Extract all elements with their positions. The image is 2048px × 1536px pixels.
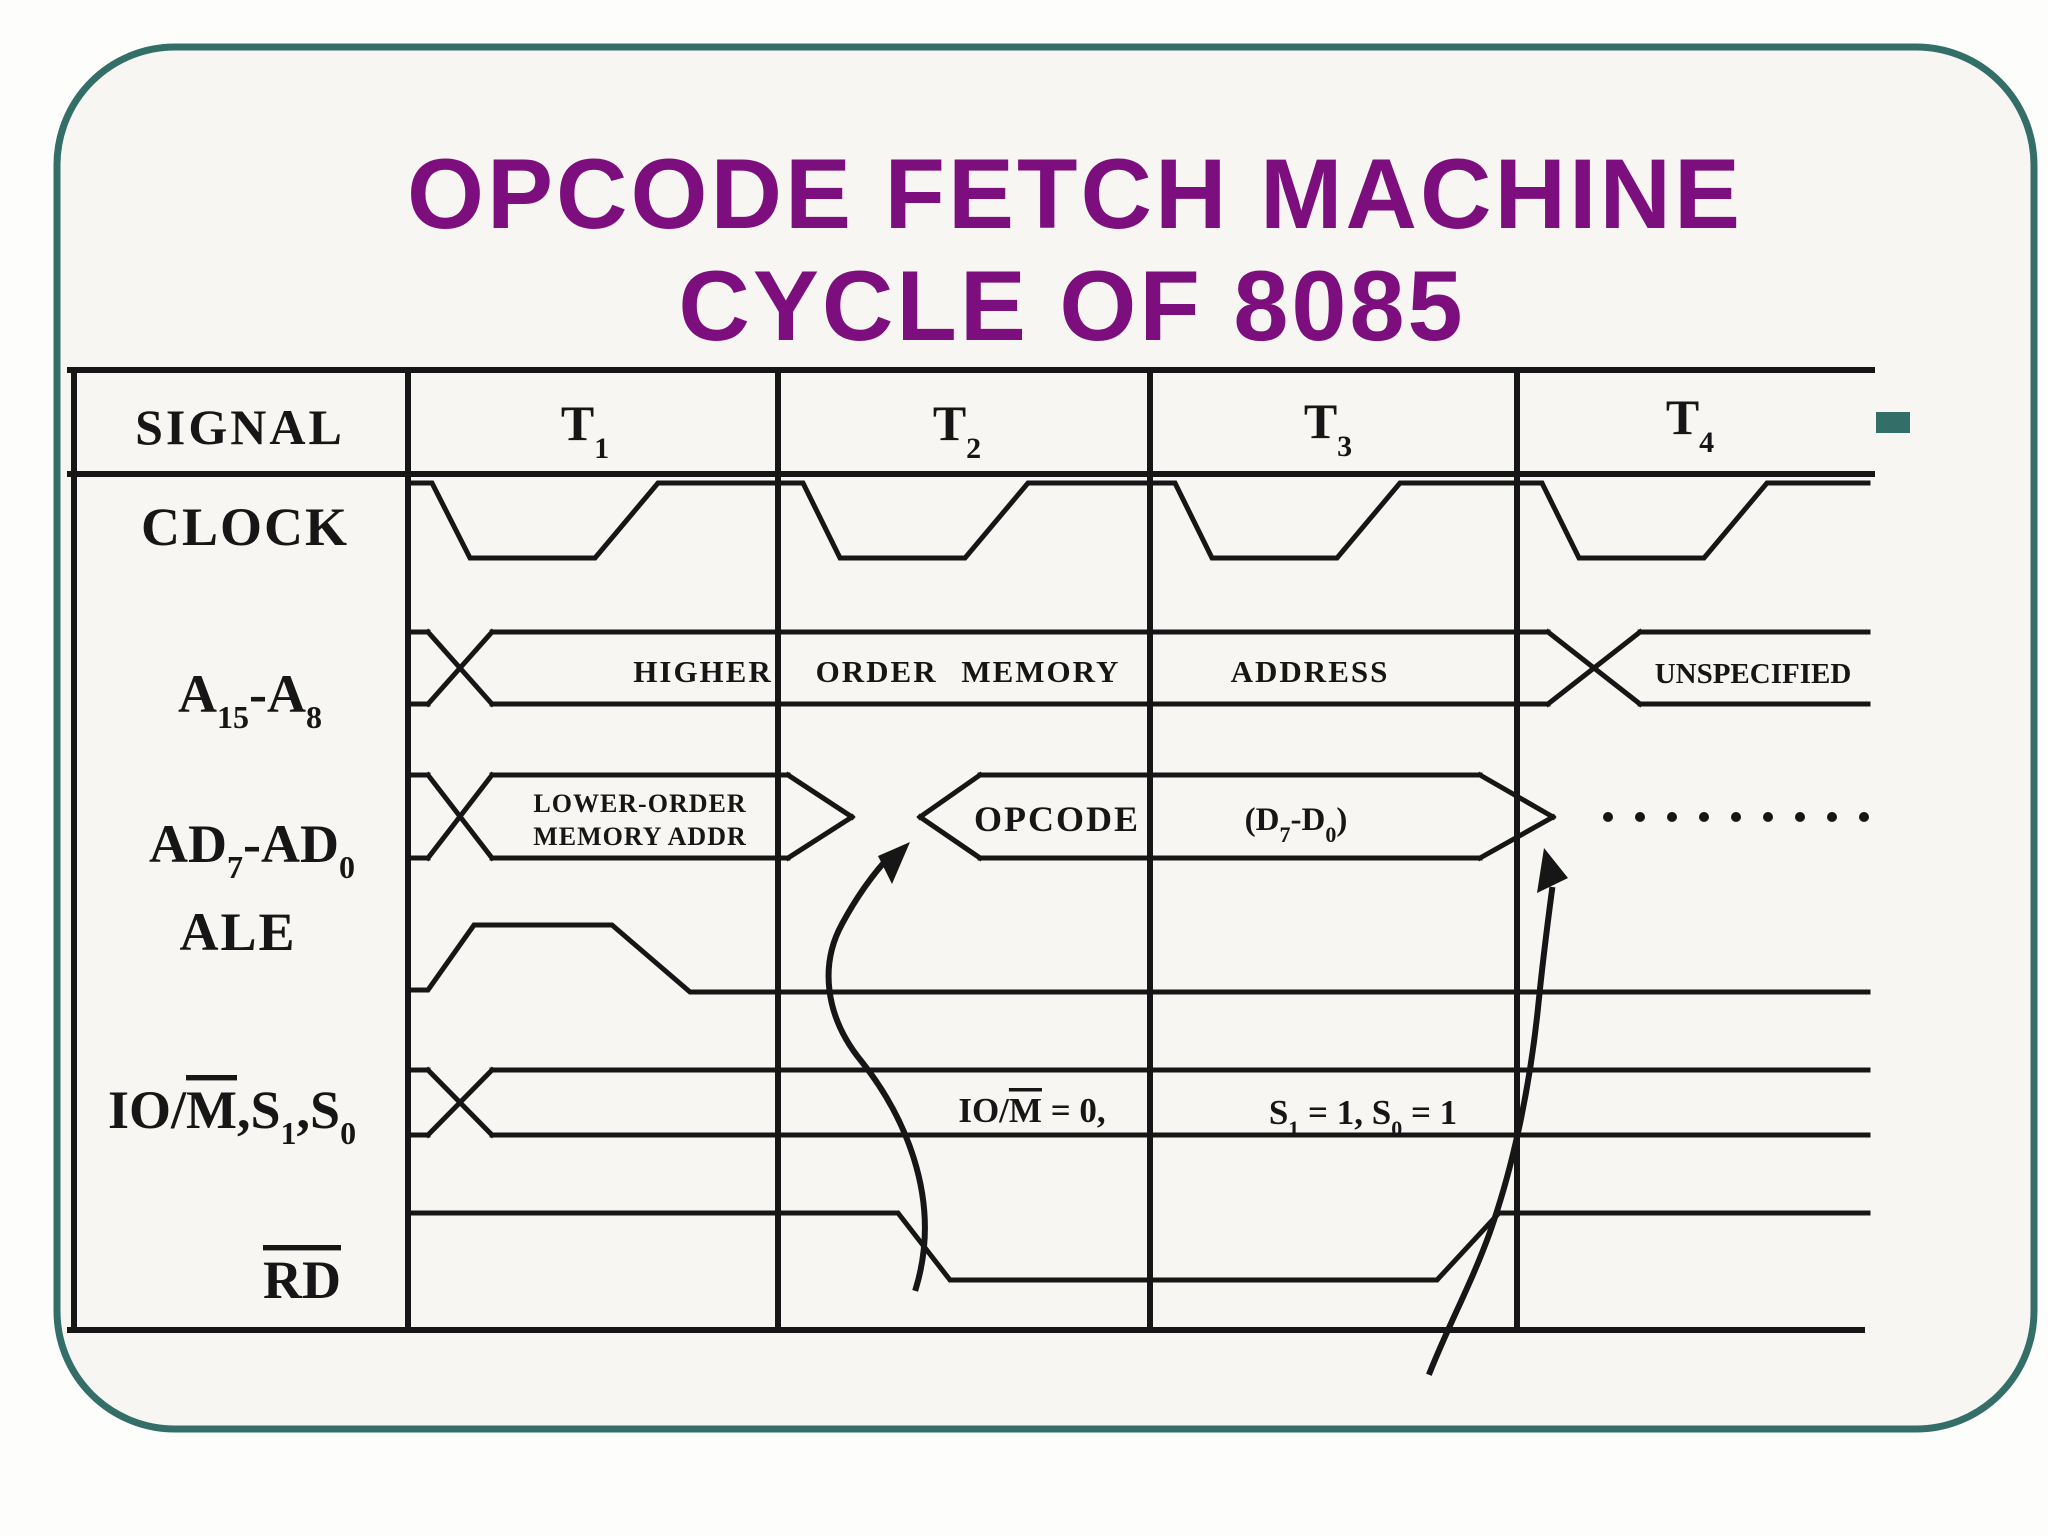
arrow-rd-to-data <box>1426 886 1556 1376</box>
a-bus-text-order-memory: ORDER MEMORY <box>816 654 1121 689</box>
rd-waveform <box>405 1210 1871 1283</box>
ad-bus-text-opcode: OPCODE <box>974 799 1140 839</box>
ad-bus-waveform: LOWER-ORDER MEMORY ADDR OPCODE (D7-D0) <box>405 771 1869 862</box>
iom-waveform: IO/M = 0, S1 = 1, S0 = 1 <box>405 1066 1871 1141</box>
signal-labels: CLOCK A15-A8 AD7-AD0 ALE IO/M,S1,S0 RD <box>108 497 356 1310</box>
accent-dash-icon <box>1876 412 1910 433</box>
slide-title-line2: CYCLE OF 8085 <box>678 250 1465 361</box>
a-bus-waveform: HIGHER ORDER MEMORY ADDRESS UNSPECIFIED <box>405 628 1871 708</box>
table-header: SIGNAL T1 T2 T3 T4 <box>135 389 1714 465</box>
ad-bus-text-data: (D7-D0) <box>1245 802 1348 847</box>
iom-status-text: IO/M = 0, <box>958 1091 1105 1130</box>
ad-bus-text-lower1: LOWER-ORDER <box>533 789 746 818</box>
header-t3: T3 <box>1304 393 1352 463</box>
iom-lines <box>405 1066 1871 1139</box>
floating-bus-dots <box>1603 812 1869 822</box>
ale-waveform <box>405 922 1871 995</box>
arrow-rd-to-opcode <box>825 849 928 1292</box>
arrowhead-data-icon <box>1537 848 1568 893</box>
header-t1: T1 <box>561 395 609 465</box>
a-bus-lines <box>405 628 1871 708</box>
ad-bus-lines <box>405 771 1557 862</box>
arrowhead-opcode-icon <box>878 842 910 884</box>
annotation-arrows <box>825 842 1568 1376</box>
label-ale: ALE <box>179 902 296 962</box>
header-t4: T4 <box>1666 389 1714 459</box>
a-bus-text-higher: HIGHER <box>633 654 772 689</box>
s1-s0-status-text: S1 = 1, S0 = 1 <box>1269 1093 1457 1141</box>
header-t2: T2 <box>933 395 981 465</box>
label-iom-s1-s0: IO/M,S1,S0 <box>108 1080 356 1151</box>
label-a-bus: A15-A8 <box>178 664 322 735</box>
slide-border <box>53 43 2038 1433</box>
header-signal: SIGNAL <box>135 399 345 455</box>
slide-title-line1: OPCODE FETCH MACHINE <box>407 138 1743 249</box>
label-clock: CLOCK <box>141 497 349 557</box>
ad-bus-text-lower2: MEMORY ADDR <box>533 822 747 851</box>
a-bus-text-unspecified: UNSPECIFIED <box>1655 658 1852 690</box>
table-grid <box>67 367 1875 1333</box>
label-ad-bus: AD7-AD0 <box>149 814 355 885</box>
a-bus-text-address: ADDRESS <box>1231 654 1390 689</box>
clock-waveform <box>405 480 1871 561</box>
label-rd: RD <box>263 1250 341 1310</box>
